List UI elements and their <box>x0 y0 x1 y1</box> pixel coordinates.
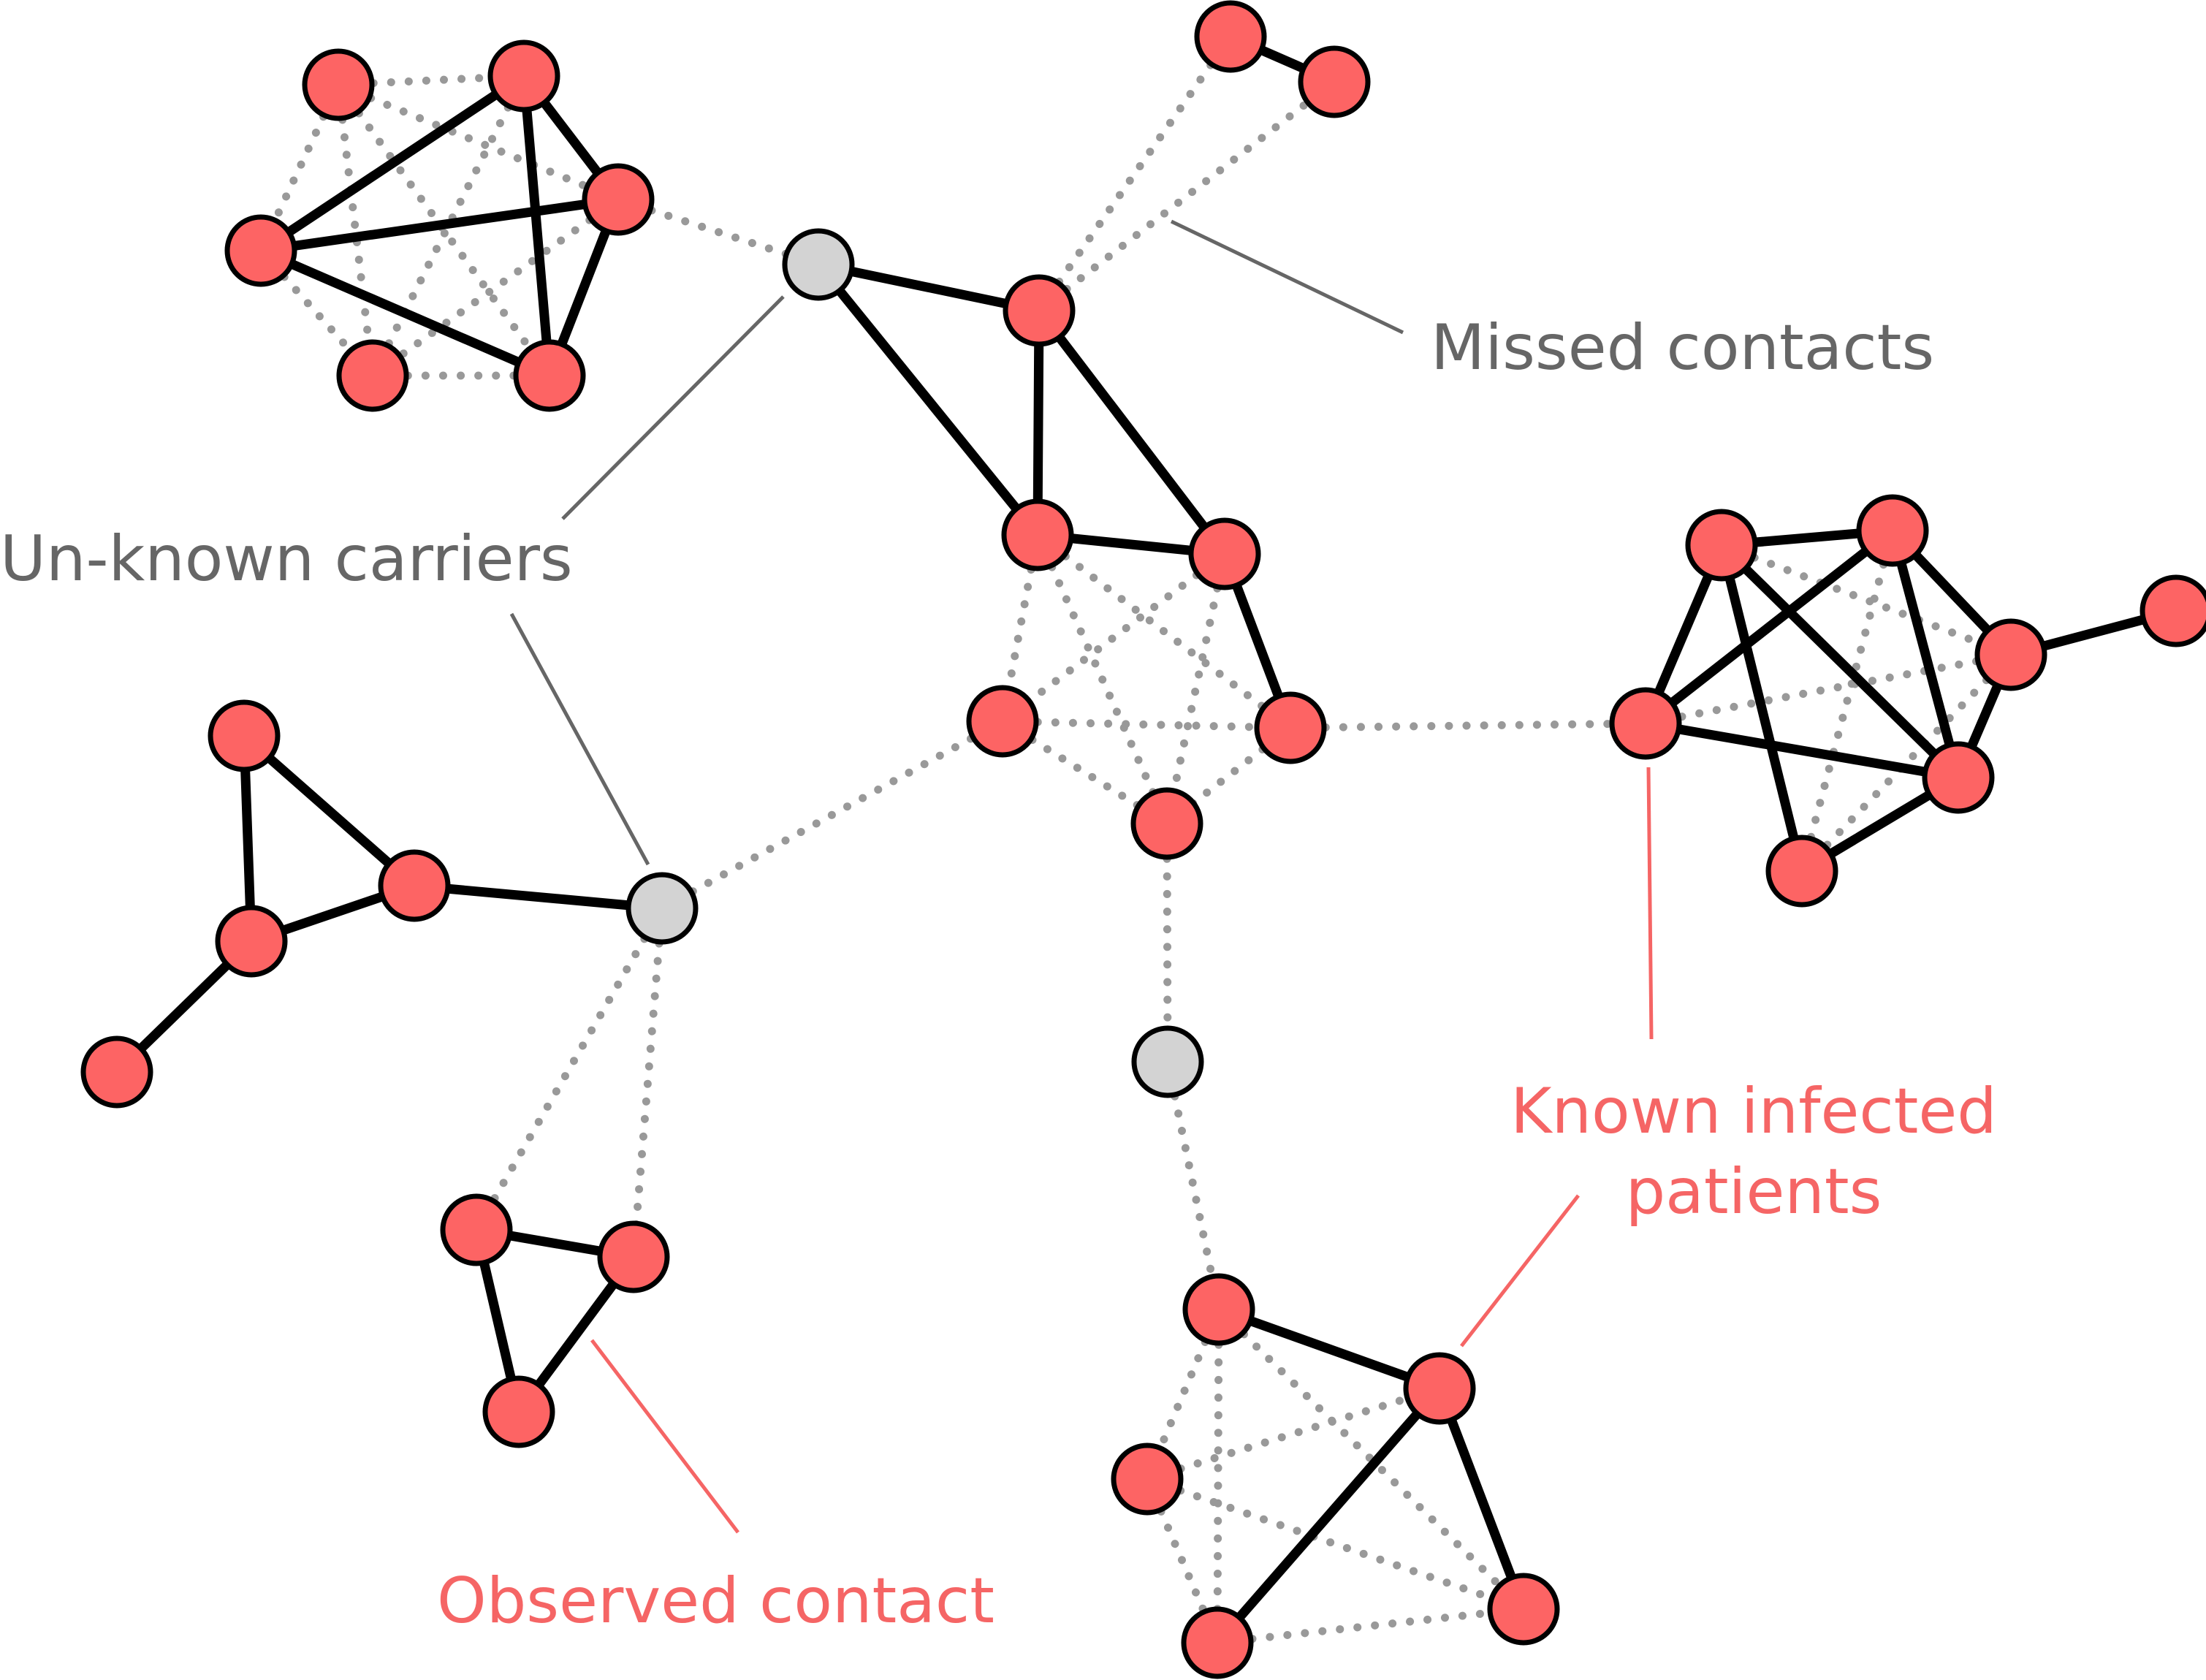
observed-contact-edge <box>1716 540 1963 783</box>
infected-patient-node <box>482 1375 555 1448</box>
infected-patient-node <box>208 699 281 772</box>
missed-contact-edge <box>1143 1475 1222 1647</box>
infected-patient-node <box>966 685 1039 758</box>
observed-contact-edge <box>813 259 1044 316</box>
infected-patient-node <box>1765 835 1838 908</box>
infected-patient-node <box>1487 1573 1560 1646</box>
label-pointer-line <box>1460 1194 1580 1348</box>
observed-contact-edge <box>1212 1383 1445 1648</box>
observed-contact-edge <box>1034 305 1230 559</box>
infected-patient-node <box>582 163 655 236</box>
infected-patient-node <box>1685 509 1758 582</box>
missed-contact-edge <box>1035 32 1235 315</box>
infected-patient-node <box>224 214 297 287</box>
label-pointer-line <box>561 295 785 520</box>
infected-patient-node <box>1181 1606 1254 1679</box>
missed-contact-edge <box>1143 1475 1528 1614</box>
known-infected-label: Known infected patients <box>1461 1071 2046 1232</box>
infected-patient-node <box>487 39 560 113</box>
missed-contact-edge <box>1033 531 1171 828</box>
unknown-carrier-node <box>625 872 699 945</box>
infected-patient-node <box>215 905 288 978</box>
missed-contact-edge <box>1143 1305 1223 1483</box>
missed-contact-edge <box>1798 650 2015 875</box>
observed-contact-edge <box>256 194 623 256</box>
missed-contact-edge <box>1163 1057 1223 1314</box>
infected-patient-node <box>1130 787 1203 860</box>
infected-patient-node <box>1194 0 1267 73</box>
unknown-carrier-node <box>782 228 855 301</box>
label-pointer-line <box>1646 767 1654 1040</box>
missed-contact-edge <box>472 904 666 1234</box>
missed-contact-edge <box>1143 1384 1444 1483</box>
observed-contact-edge <box>1214 1304 1445 1394</box>
infected-patient-node <box>1254 691 1327 764</box>
observed-contact-edge <box>1716 540 1807 876</box>
infected-patient-node <box>302 48 375 121</box>
infected-patient-node <box>597 1220 670 1293</box>
label-pointer-line <box>509 612 650 866</box>
known-infected-label-line1: Known infected <box>1510 1075 1997 1148</box>
infected-patient-node <box>1001 498 1074 571</box>
missed-contact-edge <box>1641 650 2015 728</box>
missed-contact-edge <box>1033 531 1295 732</box>
missed-contact-edge <box>1163 550 1229 828</box>
missed-contact-edge <box>368 72 528 380</box>
unknown-carrier-node <box>1131 1025 1204 1098</box>
missed-contact-edge <box>368 195 623 380</box>
missed-contact-edge <box>998 550 1229 726</box>
missed-contacts-label: Missed contacts <box>1431 311 1935 384</box>
infected-patient-node <box>1922 741 1995 814</box>
infected-patient-node <box>1003 274 1076 347</box>
observed-contact-edge <box>519 71 555 381</box>
unknown-carriers-label: Un-known carriers <box>0 522 573 596</box>
missed-contact-edge <box>1213 1305 1223 1647</box>
infected-patient-node <box>378 849 451 922</box>
known-infected-label-line2: patients <box>1625 1155 1882 1228</box>
infected-patient-node <box>1298 45 1371 118</box>
observed-contact-edge <box>1640 525 1898 729</box>
observed-contact-edge <box>1032 305 1044 540</box>
missed-contact-edge <box>1035 77 1339 315</box>
infected-patient-node <box>336 339 409 412</box>
infected-patient-node <box>1403 1352 1476 1425</box>
label-pointer-line <box>590 1339 739 1534</box>
network-nodes <box>80 0 2206 1679</box>
infected-patient-node <box>1609 687 1682 760</box>
infected-patient-node <box>1856 494 1929 567</box>
missed-contact-edge <box>998 717 1295 732</box>
infected-patient-node <box>1188 517 1261 590</box>
observed-contact-edge <box>409 881 667 913</box>
missed-contact-edge <box>334 80 623 204</box>
missed-contact-edge <box>1717 541 2015 659</box>
infected-patient-node <box>80 1035 153 1109</box>
infected-patient-node <box>440 1193 513 1266</box>
observed-contact-label: Observed contact <box>437 1565 994 1638</box>
missed-contact-edge <box>1214 1305 1528 1614</box>
observed-contact-edge <box>1640 718 1963 783</box>
observed-contact-edge <box>813 259 1043 540</box>
infected-patient-node <box>1182 1273 1255 1346</box>
infected-patient-node <box>1974 618 2047 691</box>
missed-contact-edge <box>334 80 377 380</box>
label-pointers <box>509 219 1654 1534</box>
missed-contact-edge <box>256 80 343 255</box>
observed-contact-edge <box>1434 1383 1529 1614</box>
observed-contact-edge <box>256 71 529 256</box>
observed-contact-edge <box>256 246 555 381</box>
infected-patient-node <box>513 339 586 412</box>
label-pointer-line <box>1170 219 1404 335</box>
infected-patient-node <box>2140 574 2206 647</box>
observed-contact-edge <box>239 731 419 891</box>
missed-contact-edge <box>1286 719 1650 732</box>
observed-contact-edge <box>1887 525 1963 783</box>
missed-contact-edge <box>1213 1605 1528 1647</box>
missed-contact-edge <box>658 717 1007 913</box>
missed-contact-edge <box>1798 526 1897 875</box>
missed-contact-edge <box>629 904 666 1261</box>
infected-patient-node <box>1111 1443 1184 1516</box>
